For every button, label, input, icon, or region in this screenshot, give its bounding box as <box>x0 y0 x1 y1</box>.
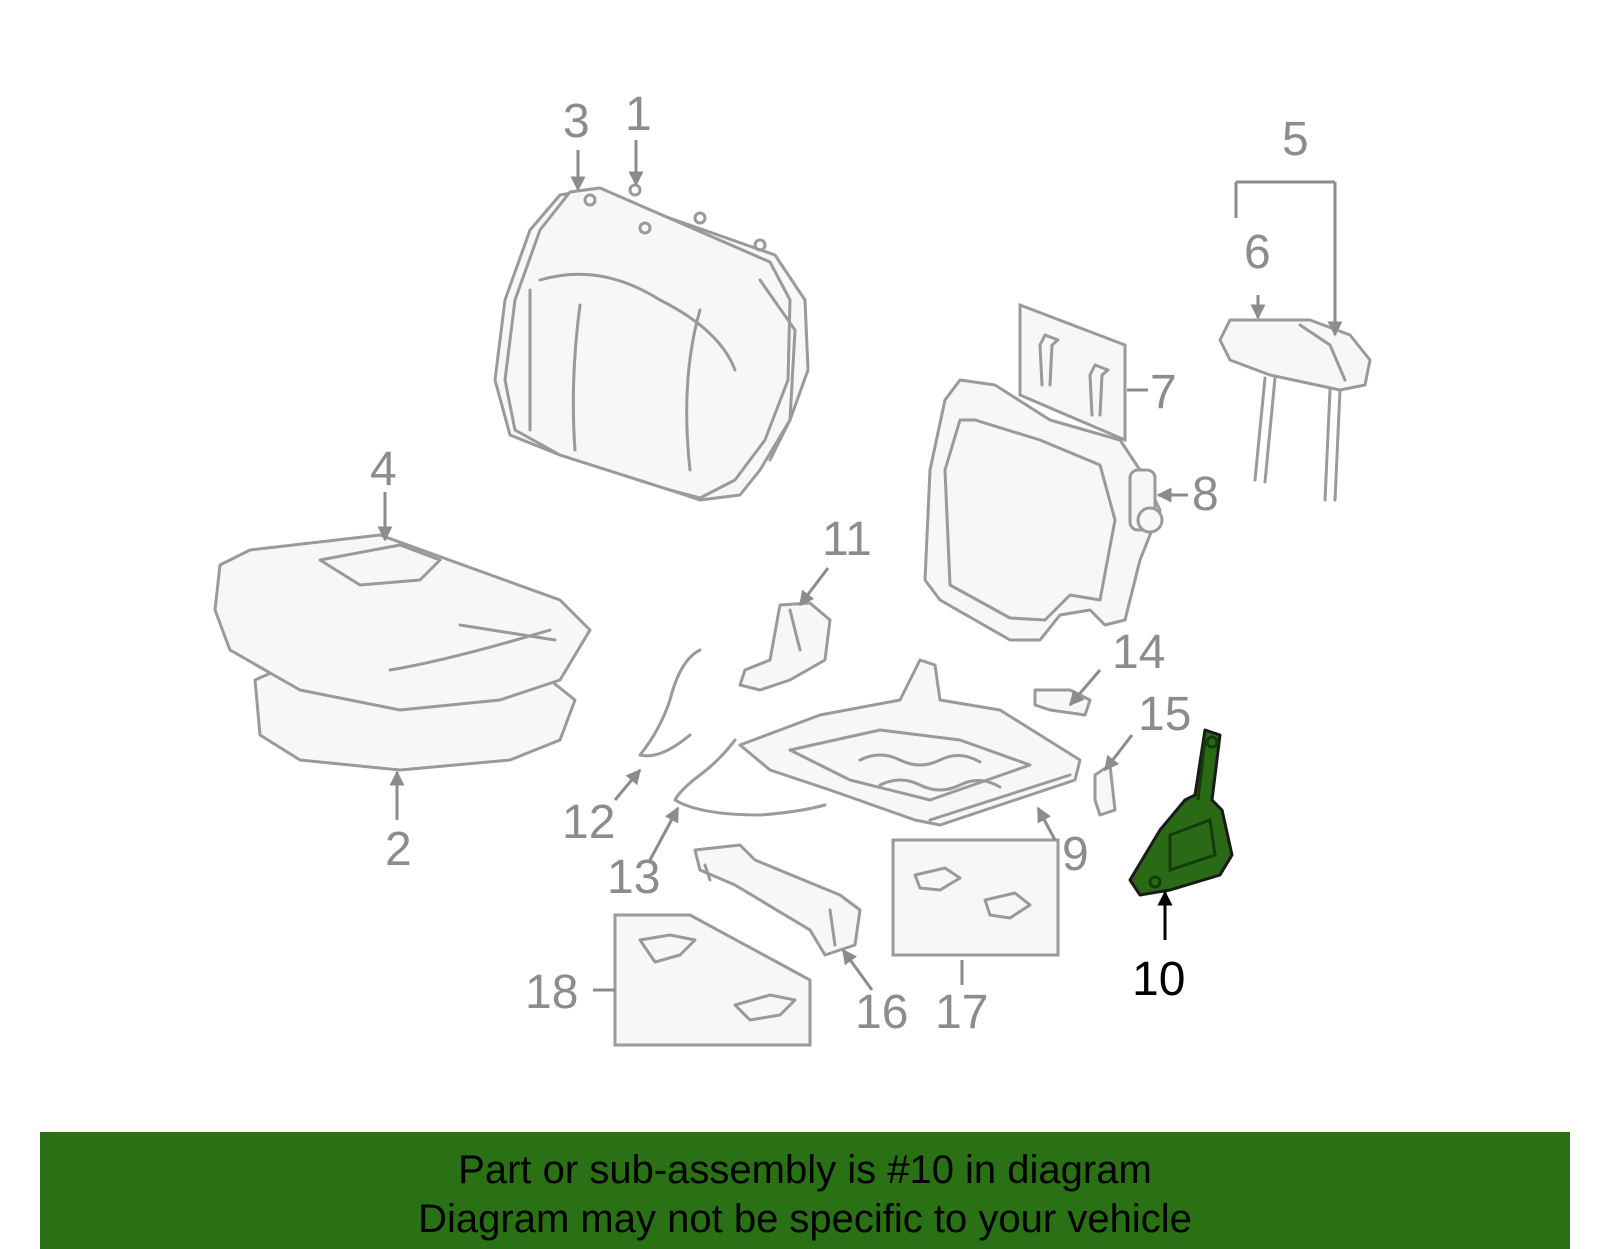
callout-16: 16 <box>855 986 908 1039</box>
callout-1: 1 <box>625 88 652 141</box>
part-info-banner: Part or sub-assembly is #10 in diagram D… <box>40 1132 1570 1249</box>
callout-10[interactable]: 10 <box>1132 953 1185 1006</box>
disclaimer-line: Diagram may not be specific to your vehi… <box>418 1197 1192 1241</box>
trim-bracket <box>738 601 832 692</box>
seat-back-assembly <box>493 183 810 502</box>
seat-cushion-assembly <box>213 533 592 772</box>
callout-12: 12 <box>562 796 615 849</box>
callout-13: 13 <box>607 851 660 904</box>
trim-cover <box>1033 688 1092 717</box>
callout-11: 11 <box>822 513 872 566</box>
release-cables <box>638 648 827 817</box>
callout-2: 2 <box>385 823 412 876</box>
bracket-kit-box <box>891 838 1060 957</box>
cover-cap <box>1093 763 1117 817</box>
callout-18: 18 <box>525 966 578 1019</box>
seat-hinge-part-10[interactable] <box>1128 728 1234 897</box>
callout-9: 9 <box>1062 828 1089 881</box>
callout-15: 15 <box>1138 688 1191 741</box>
part-info-line: Part or sub-assembly is #10 in diagram <box>458 1148 1152 1192</box>
parts-diagram: 1 2 3 4 5 6 7 8 9 10 11 12 13 14 15 16 1… <box>213 88 1372 1047</box>
headrest <box>1218 318 1372 502</box>
callout-5: 5 <box>1282 113 1309 166</box>
callout-leaders <box>377 140 1343 992</box>
callout-4: 4 <box>370 443 397 496</box>
bolt-kit-box <box>1018 302 1127 443</box>
callout-7: 7 <box>1150 366 1177 419</box>
mounting-bracket-box <box>613 913 812 1047</box>
callout-6: 6 <box>1244 226 1271 279</box>
seat-cushion-frame <box>738 658 1082 827</box>
seat-track <box>693 843 862 957</box>
seat-back-frame <box>923 378 1164 642</box>
callout-3: 3 <box>563 95 590 148</box>
callout-8: 8 <box>1192 468 1219 521</box>
callout-labels: 1 2 3 4 5 6 7 8 9 10 11 12 13 14 15 16 1… <box>370 88 1309 1039</box>
callout-17: 17 <box>935 986 988 1039</box>
callout-14: 14 <box>1112 626 1165 679</box>
